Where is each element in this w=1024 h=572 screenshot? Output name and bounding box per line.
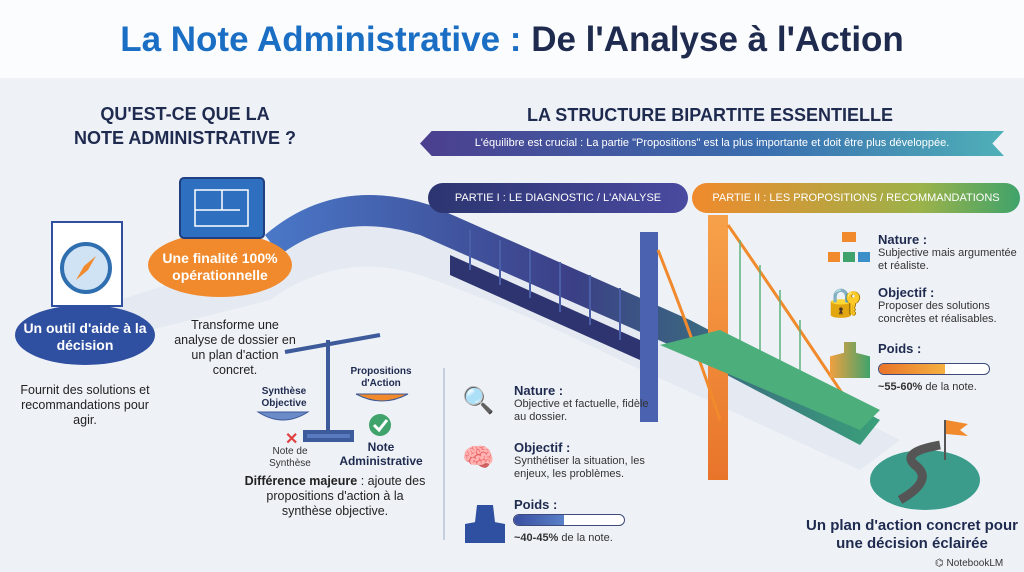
finality-label: Une finalité 100% opérationnelle bbox=[162, 250, 278, 283]
tower-left bbox=[640, 232, 658, 422]
notebooklm-icon: ⌬ bbox=[935, 558, 947, 569]
part2-poids-rest: de la note. bbox=[922, 381, 977, 393]
structure-heading: LA STRUCTURE BIPARTITE ESSENTIELLE bbox=[526, 105, 893, 125]
balance-banner: L'équilibre est crucial : La partie "Pro… bbox=[420, 131, 1004, 156]
title-band bbox=[0, 0, 1024, 78]
left-heading-line1: QU'EST-CE QUE LA bbox=[100, 104, 270, 124]
title-part1: La Note Administrative : bbox=[120, 20, 522, 59]
finality-desc: Transforme une analyse de dossier en un … bbox=[174, 318, 296, 377]
part2-objectif: Objectif :Proposer des solutions concrèt… bbox=[878, 285, 1022, 326]
tool-desc: Fournit des solutions et recommandations… bbox=[20, 383, 150, 427]
part2-objectif-desc: Proposer des solutions concrètes et réal… bbox=[878, 300, 997, 325]
part1-weight-bar bbox=[513, 514, 625, 526]
part2-nature: Nature :Subjective mais argumentée et ré… bbox=[878, 232, 1022, 273]
part1-poids-rest: de la note. bbox=[558, 532, 613, 544]
wrong-label: Note de Synthèse bbox=[269, 446, 311, 469]
tool-disk bbox=[15, 305, 155, 365]
lock-key-icon: 🔐 bbox=[828, 287, 863, 318]
part1-nature-title: Nature : bbox=[514, 383, 564, 398]
part1-objectif-desc: Synthétiser la situation, les enjeux, le… bbox=[514, 455, 645, 480]
part2-pill: PARTIE II : LES PROPOSITIONS / RECOMMAND… bbox=[692, 183, 1020, 213]
part2-poids-title: Poids : bbox=[878, 341, 922, 356]
conclusion-text: Un plan d'action concret pour une décisi… bbox=[806, 517, 1018, 552]
scale-right-label: Propositions d'Action bbox=[350, 366, 412, 389]
part1-poids-desc: ~40-45% de la note. bbox=[514, 532, 613, 545]
brand-label: ⌬ NotebookLM bbox=[935, 558, 1003, 570]
part1-nature-desc: Objective et factuelle, fidèle au dossie… bbox=[514, 398, 649, 423]
part1-poids-title: Poids : bbox=[514, 497, 558, 512]
tool-label: Un outil d'aide à la décision bbox=[23, 320, 147, 353]
cross-icon: ✕ bbox=[285, 431, 298, 448]
blueprint-icon bbox=[179, 177, 265, 239]
scale-left-label: Synthèse Objective bbox=[261, 386, 307, 409]
difference-bold: Différence majeure bbox=[244, 474, 358, 488]
page-title: La Note Administrative : De l'Analyse à … bbox=[0, 20, 1024, 60]
difference-rest: : ajoute des propositions d'action à la … bbox=[266, 474, 426, 518]
compass-document-icon bbox=[51, 221, 123, 307]
part1-objectif-title: Objectif : bbox=[514, 440, 571, 455]
title-part2: De l'Analyse à l'Action bbox=[531, 20, 904, 59]
part1-pill: PARTIE I : LE DIAGNOSTIC / L'ANALYSE bbox=[428, 183, 688, 213]
part2-nature-desc: Subjective mais argumentée et réaliste. bbox=[878, 247, 1017, 272]
hierarchy-icon bbox=[828, 232, 870, 268]
scale-icon bbox=[256, 333, 409, 442]
check-icon bbox=[369, 414, 391, 436]
part1-poids-value: ~40-45% bbox=[514, 532, 559, 544]
finality-disk bbox=[148, 233, 292, 297]
flag-icon bbox=[946, 420, 968, 436]
brand-text: NotebookLM bbox=[946, 558, 1004, 569]
left-heading-line2: NOTE ADMINISTRATIVE ? bbox=[74, 128, 296, 148]
brain-icon: 🧠 bbox=[462, 442, 495, 472]
right-label: Note Administrative bbox=[339, 440, 423, 468]
part2-weight-bar bbox=[878, 363, 990, 375]
difference-text: Différence majeure : ajoute des proposit… bbox=[242, 474, 428, 519]
left-heading: QU'EST-CE QUE LA NOTE ADMINISTRATIVE ? bbox=[30, 102, 340, 150]
part1-objectif: Objectif :Synthétiser la situation, les … bbox=[514, 440, 664, 481]
part2-poids-desc: ~55-60% de la note. bbox=[878, 381, 977, 394]
part2-objectif-title: Objectif : bbox=[878, 285, 935, 300]
part2-weight-fill bbox=[879, 364, 945, 374]
checklist-magnifier-icon: 🔍 bbox=[462, 385, 495, 415]
part1-weight-fill bbox=[514, 515, 564, 525]
part2-nature-title: Nature : bbox=[878, 232, 928, 247]
part1-nature: Nature :Objective et factuelle, fidèle a… bbox=[514, 383, 654, 424]
part2-poids-value: ~55-60% bbox=[878, 381, 923, 393]
